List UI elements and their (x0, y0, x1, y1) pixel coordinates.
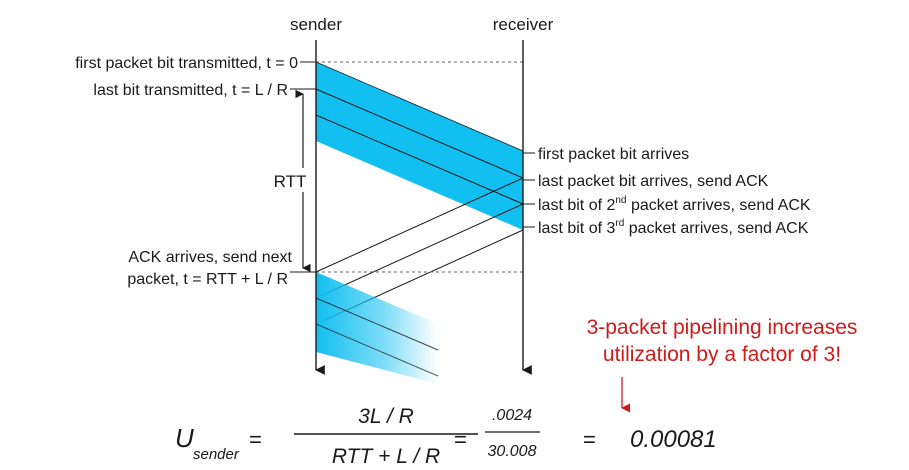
first-bit-label: first packet bit transmitted, t = 0 (75, 55, 298, 72)
formula-equals-2: = (454, 427, 467, 452)
ack-line-1 (315, 177, 524, 273)
pipelining-note-line1: 3-packet pipelining increases (587, 316, 858, 339)
ack-arrives-label-line2: packet, t = RTT + L / R (127, 271, 288, 288)
formula-numerator-1: 3L / R (358, 405, 414, 428)
packet1-trailing-edge (315, 88, 524, 179)
formula-result: 0.00081 (630, 426, 717, 453)
third-arrives-label: last bit of 3rd packet arrives, send ACK (538, 218, 809, 237)
last-arrives-label: last packet bit arrives, send ACK (538, 173, 769, 190)
pipelining-note-line2: utilization by a factor of 3! (603, 343, 841, 366)
ack-line-2 (315, 203, 524, 299)
rtt-label: RTT (274, 172, 307, 191)
formula-equals-3: = (583, 427, 596, 452)
packet2-trailing-edge (315, 114, 524, 205)
first-arrives-label: first packet bit arrives (538, 146, 689, 163)
formula-denominator-2: 30.008 (488, 443, 537, 460)
next-packets-band (316, 272, 438, 384)
receiver-header: receiver (493, 15, 554, 34)
next-packet-edge-2 (315, 323, 439, 377)
rtt-label-bg (268, 168, 312, 192)
next-packet-edge-1 (315, 297, 439, 351)
sender-header: sender (290, 15, 342, 34)
formula-numerator-2: .0024 (492, 407, 532, 424)
packet-band (316, 62, 523, 230)
formula-subscript: sender (193, 446, 240, 463)
packet-leading-edge (315, 61, 524, 152)
formula-denominator-1: RTT + L / R (332, 445, 440, 468)
formula-u: U (175, 423, 194, 453)
ack-arrives-label-line1: ACK arrives, send next (128, 249, 292, 266)
last-bit-label: last bit transmitted, t = L / R (93, 82, 288, 99)
formula-equals-1: = (249, 427, 262, 452)
second-arrives-label: last bit of 2nd packet arrives, send ACK (538, 195, 811, 214)
